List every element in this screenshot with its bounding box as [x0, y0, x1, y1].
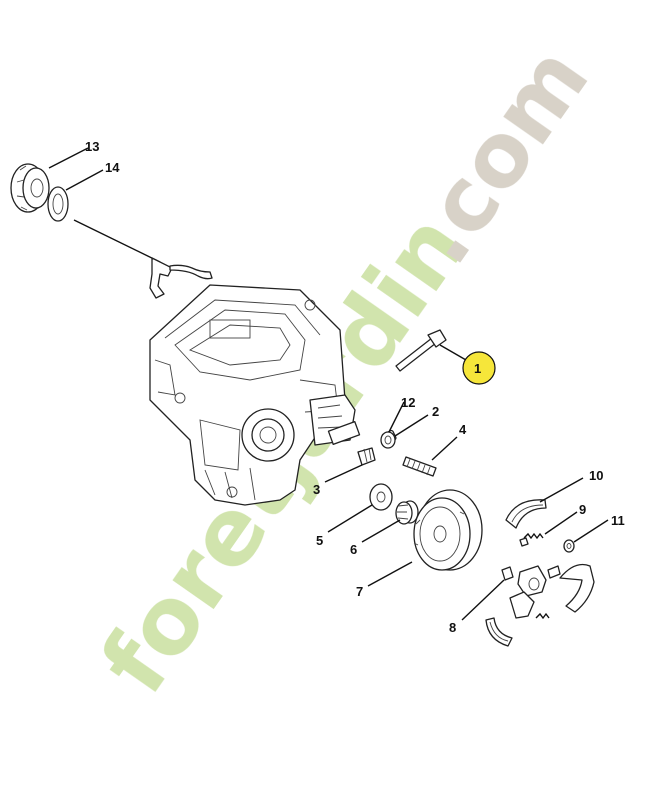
- part-11-washer: [563, 539, 575, 553]
- part-6-needle-bearing: [395, 500, 419, 525]
- crankcase-housing: [149, 284, 361, 506]
- part-9-spring: [519, 532, 544, 547]
- callout-5: 5: [316, 533, 323, 548]
- part-1-screw: [395, 329, 447, 372]
- part-13-sprocket: [10, 163, 50, 213]
- callout-1-highlight: [462, 351, 496, 385]
- callout-10: 10: [589, 468, 603, 483]
- callout-7: 7: [356, 584, 363, 599]
- part-14-washer: [47, 186, 69, 222]
- callout-3: 3: [313, 482, 320, 497]
- watermark-suffix-text: .com: [388, 28, 609, 282]
- callout-9: 9: [579, 502, 586, 517]
- part-5-washer: [369, 483, 393, 511]
- callout-2: 2: [432, 404, 439, 419]
- part-3-stud: [357, 447, 376, 466]
- part-2-spacer: [380, 431, 396, 449]
- callout-4: 4: [459, 422, 467, 437]
- part-4-threaded-stud: [402, 456, 437, 477]
- callout-8: 8: [449, 620, 456, 635]
- callout-14: 14: [105, 160, 120, 175]
- part-10-clutch-shoe: [505, 499, 547, 529]
- callout-13: 13: [85, 139, 99, 154]
- callout-12: 12: [401, 395, 415, 410]
- leader-lines: [48, 147, 609, 621]
- callout-6: 6: [350, 542, 357, 557]
- callout-1: 1: [474, 361, 481, 376]
- callout-11: 11: [611, 513, 625, 528]
- part-8-clutch-assembly: [485, 563, 595, 647]
- callout-labels: 13 14 1 12 2 4 3 10 9 11 5 6 7 8: [85, 139, 625, 635]
- part-7-clutch-drum: [413, 489, 483, 571]
- choke-rod: [73, 219, 213, 299]
